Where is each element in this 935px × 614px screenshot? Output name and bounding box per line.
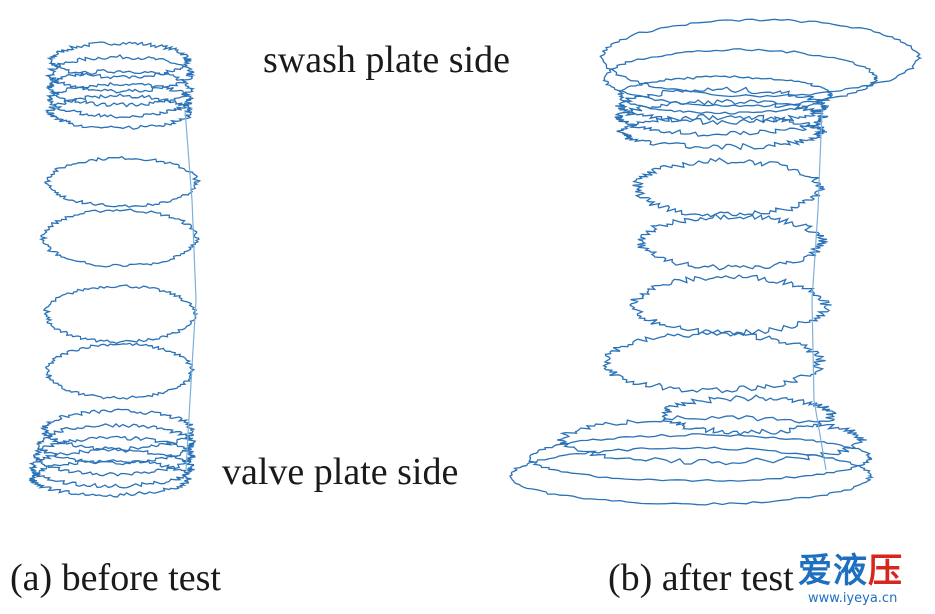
watermark-brand-blue: 爱液 [798, 551, 868, 591]
before-test-ring [44, 155, 202, 208]
before-test-ring [35, 423, 197, 466]
after-test-ring [528, 433, 873, 482]
after-test-ring [599, 18, 923, 98]
site-watermark: 爱液压 www.iyeya.cn [798, 551, 930, 609]
after-test-ring [660, 394, 837, 436]
after-test-profile-stack [509, 18, 923, 506]
after-test-ring [617, 75, 834, 115]
after-test-ring [556, 415, 867, 466]
caption-after-test: (b) after test [608, 557, 794, 599]
after-test-ring [614, 99, 829, 137]
before-test-ring [44, 93, 194, 130]
before-test-ring [45, 68, 196, 108]
before-test-ring [28, 447, 195, 489]
after-test-ring [509, 446, 874, 506]
watermark-url: www.iyeya.cn [808, 591, 898, 606]
before-test-ring [44, 342, 196, 400]
before-test-ring [42, 284, 199, 345]
after-test-ring [616, 113, 828, 151]
before-test-ring [45, 81, 194, 119]
before-test-ring [46, 41, 192, 80]
before-test-ring [33, 435, 196, 477]
valve-plate-side-label: valve plate side [222, 451, 459, 493]
before-test-ring [29, 459, 192, 498]
before-test-profile-stack [28, 41, 202, 498]
watermark-brand-red: 压 [868, 551, 903, 591]
after-test-ring [632, 157, 825, 218]
caption-before-test: (a) before test [10, 557, 221, 599]
swash-plate-side-label: swash plate side [263, 39, 510, 81]
after-test-ring [602, 48, 879, 108]
after-test-ring [629, 274, 832, 337]
after-test-axis-line [811, 109, 827, 471]
before-test-ring [39, 208, 200, 268]
watermark-brand: 爱液压 [798, 551, 903, 591]
before-test-ring [40, 408, 196, 452]
before-test-axis-line [184, 109, 197, 471]
after-test-ring [602, 331, 826, 394]
after-test-ring [637, 213, 828, 271]
before-test-ring [44, 54, 196, 94]
